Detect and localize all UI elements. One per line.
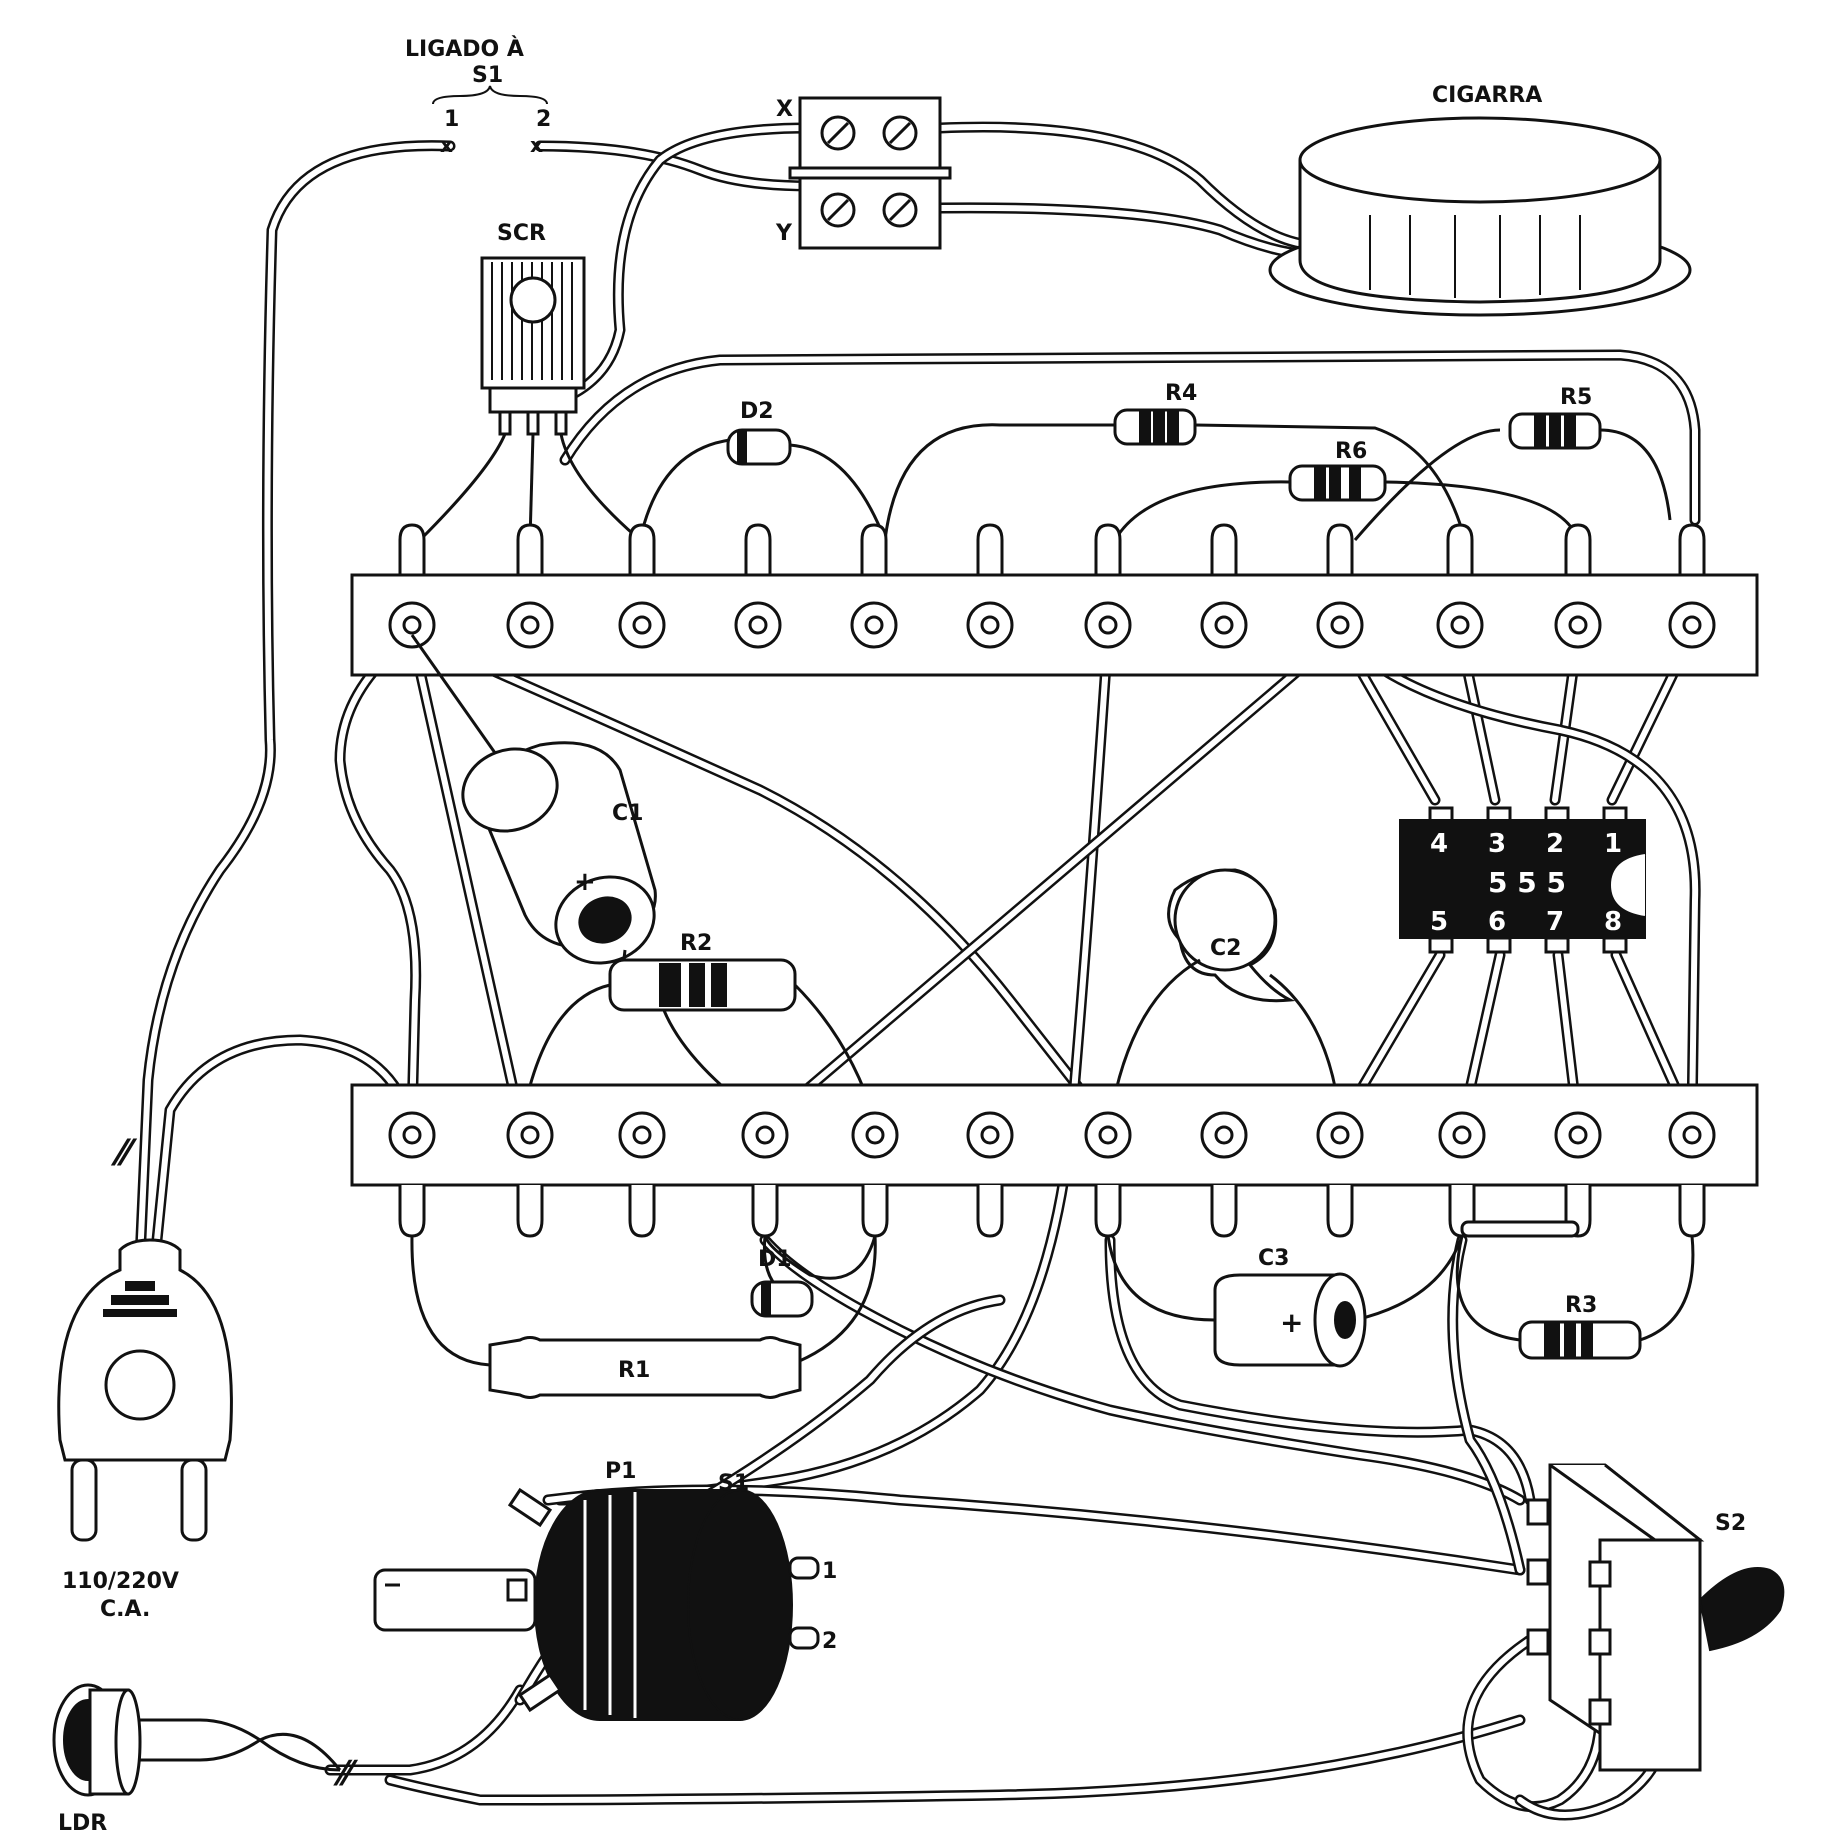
label-c3-plus: +: [1280, 1306, 1303, 1339]
label-d2: D2: [740, 399, 774, 424]
ic-pin-6: 6: [1488, 907, 1506, 937]
label-c3: C3: [1258, 1246, 1289, 1271]
ic-pin-3: 3: [1488, 829, 1506, 859]
bottom-terminal-strip: [350, 1083, 1759, 1238]
resistor-r1: [410, 1235, 877, 1399]
jumper-link: [1460, 1220, 1580, 1238]
diode-d2: [726, 428, 792, 466]
ic-pin-5: 5: [1430, 907, 1448, 937]
ic-pin-7: 7: [1546, 907, 1564, 937]
ic-pin-1: 1: [1604, 829, 1622, 859]
top-terminal-strip: [350, 523, 1759, 677]
s1-brace: [432, 85, 548, 105]
label-ac: C.A.: [100, 1597, 150, 1622]
resistor-r5: [1508, 412, 1602, 450]
label-ldr: LDR: [58, 1811, 107, 1836]
s1-mark-2: x: [530, 133, 543, 157]
terminal-block-xy: [788, 96, 952, 250]
label-r6: R6: [1335, 439, 1367, 464]
label-c2: C2: [1210, 936, 1241, 961]
label-d1: D1: [758, 1247, 792, 1272]
ic-pin-4: 4: [1430, 829, 1448, 859]
ic-code: 5 5 5: [1488, 866, 1566, 899]
label-s1-pin2: 2: [822, 1629, 837, 1654]
label-s1-top: S1: [472, 63, 503, 88]
capacitor-c1: [410, 634, 657, 1002]
label-s1-pin1-top: 1: [444, 107, 459, 132]
potentiometer-p1-switch-s1: [373, 1487, 820, 1721]
label-s1-pin2-top: 2: [536, 107, 551, 132]
insulated-wires: [134, 121, 1701, 1821]
label-scr: SCR: [497, 221, 546, 246]
label-ligado: LIGADO À: [405, 36, 524, 62]
resistor-r2: [520, 958, 877, 1122]
label-voltage: 110/220V: [62, 1569, 179, 1594]
resistor-r4: [1113, 408, 1197, 446]
scr-component: [418, 256, 641, 542]
label-r4: R4: [1165, 381, 1197, 406]
ldr-sensor: ⁄⁄: [52, 1683, 359, 1797]
label-cigarra: CIGARRA: [1432, 83, 1542, 108]
buzzer-cigarra: [1268, 116, 1692, 317]
label-r3: R3: [1565, 1293, 1597, 1318]
ac-plug: ⁄⁄: [57, 1133, 233, 1542]
ic-pin-8: 8: [1604, 907, 1622, 937]
ic-pin-2: 2: [1546, 829, 1564, 859]
svg-text:⁄⁄: ⁄⁄: [110, 1133, 138, 1174]
label-r1: R1: [618, 1358, 650, 1383]
s1-mark-1: x: [440, 133, 453, 157]
resistor-r3: [1455, 1235, 1695, 1360]
label-s2: S2: [1715, 1511, 1746, 1536]
switch-s2: [1526, 1463, 1785, 1772]
label-s1-pin1: 1: [822, 1559, 837, 1584]
diode-d1: [750, 1235, 877, 1318]
resistor-r6: [1288, 464, 1387, 502]
label-r2: R2: [680, 931, 712, 956]
label-s1: S1: [718, 1471, 749, 1496]
label-r5: R5: [1560, 385, 1592, 410]
label-c1: C1: [612, 801, 643, 826]
label-p1: P1: [605, 1459, 636, 1484]
label-x: X: [776, 97, 793, 122]
ic-555: 4 3 2 1 5 5 5 5 6 7 8: [1399, 806, 1646, 954]
capacitor-c2: [1108, 868, 1342, 1121]
capacitor-c3: [1106, 1235, 1464, 1368]
label-c1-plus: +: [574, 867, 596, 897]
label-y: Y: [775, 221, 793, 246]
